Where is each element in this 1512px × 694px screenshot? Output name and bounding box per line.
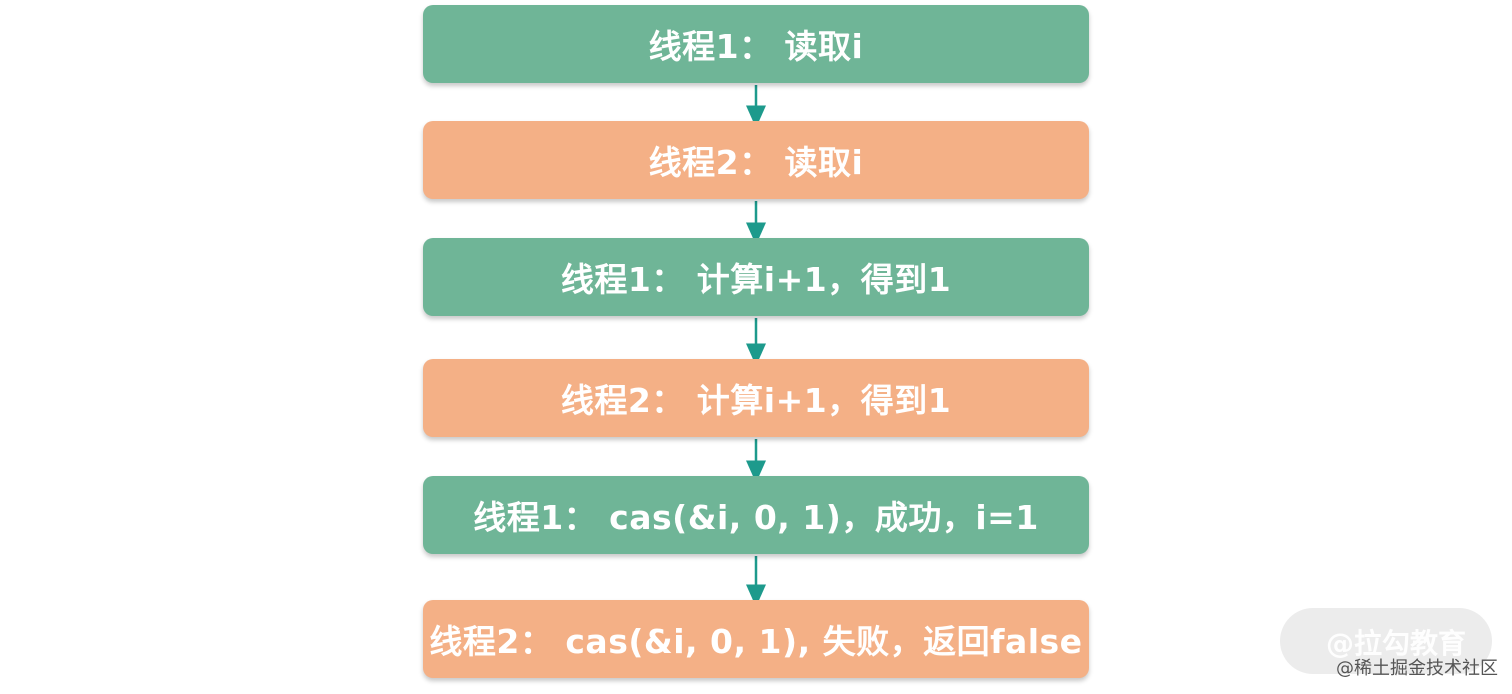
flow-step-3: 线程1： 计算i+1，得到1 — [423, 238, 1089, 316]
flow-step-label: 线程2： 读取i — [648, 143, 864, 182]
flow-step-2: 线程2： 读取i — [423, 121, 1089, 199]
flow-step-1: 线程1： 读取i — [423, 5, 1089, 83]
watermark-credit: @稀土掘金技术社区 — [1336, 658, 1498, 679]
flow-step-label: 线程1： cas(&i, 0, 1)，成功，i=1 — [473, 498, 1039, 537]
watermark-badge — [1280, 608, 1492, 674]
flow-step-5: 线程1： cas(&i, 0, 1)，成功，i=1 — [423, 476, 1089, 554]
watermark-logo: @拉勾教育 — [1325, 627, 1466, 660]
flow-step-label: 线程1： 读取i — [648, 27, 864, 66]
flow-step-4: 线程2： 计算i+1，得到1 — [423, 359, 1089, 437]
flow-step-label: 线程1： 计算i+1，得到1 — [560, 260, 952, 299]
flow-step-label: 线程2： 计算i+1，得到1 — [560, 381, 952, 420]
flow-step-6: 线程2： cas(&i, 0, 1), 失败，返回false — [423, 600, 1089, 678]
flow-step-label: 线程2： cas(&i, 0, 1), 失败，返回false — [429, 622, 1083, 661]
